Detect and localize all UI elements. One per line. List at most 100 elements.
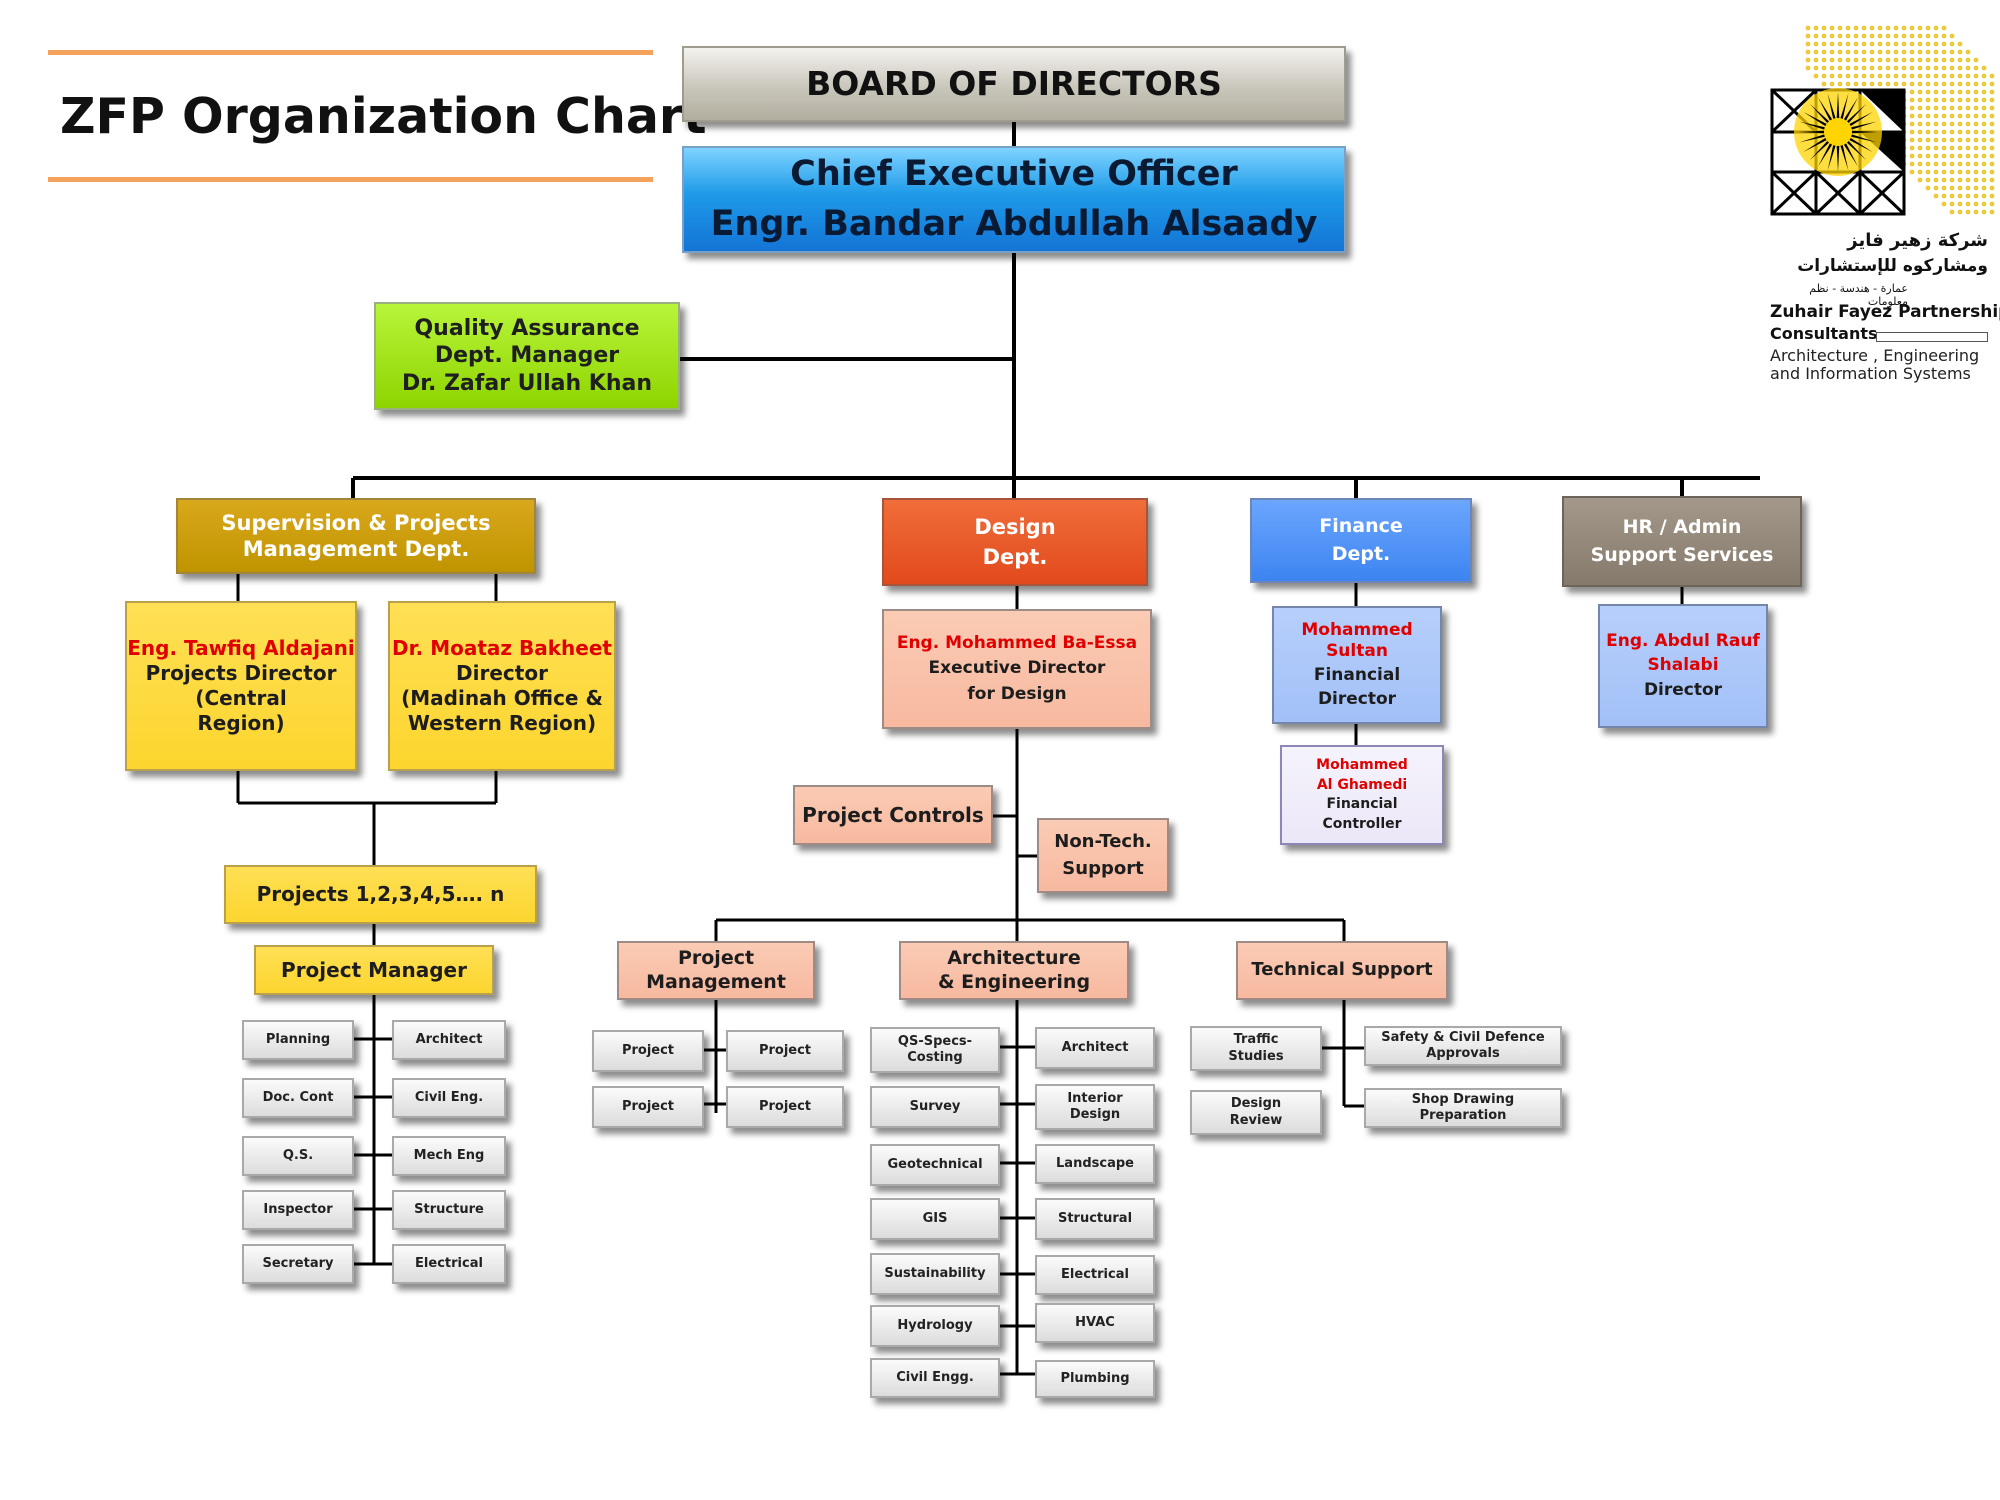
page-title: ZFP Organization Chart [60, 88, 707, 145]
role-electrical: Electrical [392, 1244, 506, 1284]
ts-review-l1: Design [1230, 1096, 1282, 1112]
logo-english-line3: Architecture , Engineering [1770, 346, 1980, 365]
project-controls-label: Project Controls [802, 802, 984, 827]
finance-controller-box: Mohammed Al Ghamedi Financial Controller [1280, 745, 1444, 845]
ts-shop-l2: Preparation [1419, 1108, 1507, 1123]
ae-structural-label: Structural [1057, 1210, 1133, 1226]
moataz-line2: Director [456, 661, 548, 685]
supervision-dept-line2: Management Dept. [242, 537, 470, 561]
design-director-box: Eng. Mohammed Ba-Essa Executive Director… [882, 609, 1152, 729]
ae-landscape-label: Landscape [1056, 1155, 1134, 1171]
project-manager-label: Project Manager [281, 957, 467, 982]
arch-eng-box: Architecture & Engineering [899, 941, 1129, 1000]
pm-project-4: Project [726, 1086, 844, 1128]
logo-rule [1876, 332, 1988, 342]
design-dept-line1: Design [974, 514, 1056, 539]
finance-dept-line2: Dept. [1331, 542, 1391, 565]
ae-survey: Survey [870, 1086, 1000, 1128]
finance-dept-box: Finance Dept. [1250, 498, 1472, 583]
non-tech-line1: Non-Tech. [1054, 831, 1152, 852]
ceo-name: Engr. Bandar Abdullah Alsaady [710, 203, 1318, 244]
hr-director-name2: Shalabi [1647, 655, 1719, 676]
role-secretary-label: Secretary [262, 1255, 334, 1271]
ae-civil-engg-label: Civil Engg. [896, 1369, 974, 1385]
finance-controller-name1: Mohammed [1316, 757, 1408, 773]
logo-english-line1: Zuhair Fayez Partnership [1770, 302, 2000, 322]
role-inspector: Inspector [242, 1190, 354, 1230]
ae-interior-l2: Design [1069, 1107, 1121, 1122]
ae-sustainability: Sustainability [870, 1253, 1000, 1295]
hr-director-name1: Eng. Abdul Rauf [1606, 631, 1760, 652]
pm-project-2: Project [726, 1030, 844, 1072]
board-of-directors-box: BOARD OF DIRECTORS [682, 46, 1346, 122]
hr-dept-line2: Support Services [1590, 543, 1774, 566]
role-qs-label: Q.S. [282, 1147, 314, 1163]
ceo-box: Chief Executive Officer Engr. Bandar Abd… [682, 146, 1346, 253]
design-director-line3: for Design [967, 683, 1067, 704]
ceo-title: Chief Executive Officer [790, 153, 1238, 194]
ae-civil-engg: Civil Engg. [870, 1358, 1000, 1398]
ae-qs-specs-costing: QS-Specs-Costing [870, 1027, 1000, 1073]
finance-dept-line1: Finance [1319, 514, 1403, 537]
finance-controller-name2: Al Ghamedi [1316, 776, 1408, 793]
ts-review-l2: Review [1229, 1112, 1283, 1128]
finance-director-line2: Financial [1313, 665, 1401, 685]
hr-director-box: Eng. Abdul Rauf Shalabi Director [1598, 604, 1768, 728]
role-civil-eng: Civil Eng. [392, 1078, 506, 1118]
role-mech-eng-label: Mech Eng [413, 1147, 485, 1163]
finance-controller-line4: Controller [1322, 815, 1402, 832]
role-inspector-label: Inspector [263, 1201, 333, 1217]
non-tech-support-box: Non-Tech. Support [1037, 818, 1169, 893]
moataz-line4: Western Region) [407, 711, 597, 735]
pm-project-1: Project [592, 1030, 704, 1072]
non-tech-line2: Support [1062, 857, 1144, 879]
design-dept-box: Design Dept. [882, 498, 1148, 586]
hr-dept-line1: HR / Admin [1622, 515, 1742, 538]
tawfiq-line2: Projects Director [145, 661, 337, 685]
moataz-line3: (Madinah Office & [401, 686, 603, 710]
moataz-box: Dr. Moataz Bakheet Director (Madinah Off… [388, 601, 616, 771]
quality-assurance-box: Quality Assurance Dept. Manager Dr. Zafa… [374, 302, 680, 410]
ts-traffic-l1: Traffic [1233, 1032, 1279, 1048]
logo-english-line4: and Information Systems [1770, 364, 1971, 383]
qa-line3: Dr. Zafar Ullah Khan [401, 370, 653, 396]
title-rule-bottom [48, 177, 653, 182]
project-controls-box: Project Controls [793, 785, 993, 845]
ae-qs-l1: QS-Specs- [897, 1033, 973, 1049]
ae-hvac-label: HVAC [1075, 1314, 1115, 1330]
role-electrical-label: Electrical [415, 1255, 483, 1271]
ae-survey-label: Survey [909, 1098, 961, 1114]
ae-electrical-label: Electrical [1061, 1266, 1129, 1282]
ae-qs-l2: Costing [907, 1050, 963, 1065]
tawfiq-line3: (Central [195, 686, 287, 710]
design-director-name: Eng. Mohammed Ba-Essa [896, 633, 1138, 654]
project-management-line1: Project [677, 946, 755, 969]
pm-project-2-label: Project [758, 1042, 812, 1058]
tawfiq-line4: Region) [197, 711, 285, 735]
supervision-dept-line1: Supervision & Projects [221, 510, 491, 535]
role-planning-label: Planning [265, 1031, 331, 1047]
role-civil-eng-label: Civil Eng. [414, 1089, 484, 1105]
pm-project-1-label: Project [621, 1042, 675, 1058]
ae-gis-label: GIS [922, 1210, 948, 1226]
pm-project-3-label: Project [621, 1098, 675, 1114]
tawfiq-box: Eng. Tawfiq Aldajani Projects Director (… [125, 601, 357, 771]
board-label: BOARD OF DIRECTORS [806, 64, 1222, 104]
hr-dept-box: HR / Admin Support Services [1562, 496, 1802, 587]
title-rule-top [48, 50, 653, 55]
qa-line1: Quality Assurance [414, 315, 640, 341]
ae-architect-label: Architect [1061, 1039, 1129, 1055]
ae-gis: GIS [870, 1198, 1000, 1240]
role-doc-cont: Doc. Cont [242, 1078, 354, 1118]
role-structure: Structure [392, 1190, 506, 1230]
ts-safety-l2: Approvals [1426, 1046, 1500, 1061]
ae-structural: Structural [1035, 1198, 1155, 1240]
project-management-line2: Management [646, 970, 786, 993]
logo-arabic-line1: شركة زهير فايز [1847, 230, 1988, 251]
ts-safety-l1: Safety & Civil Defence [1381, 1029, 1545, 1045]
moataz-name: Dr. Moataz Bakheet [392, 636, 612, 660]
